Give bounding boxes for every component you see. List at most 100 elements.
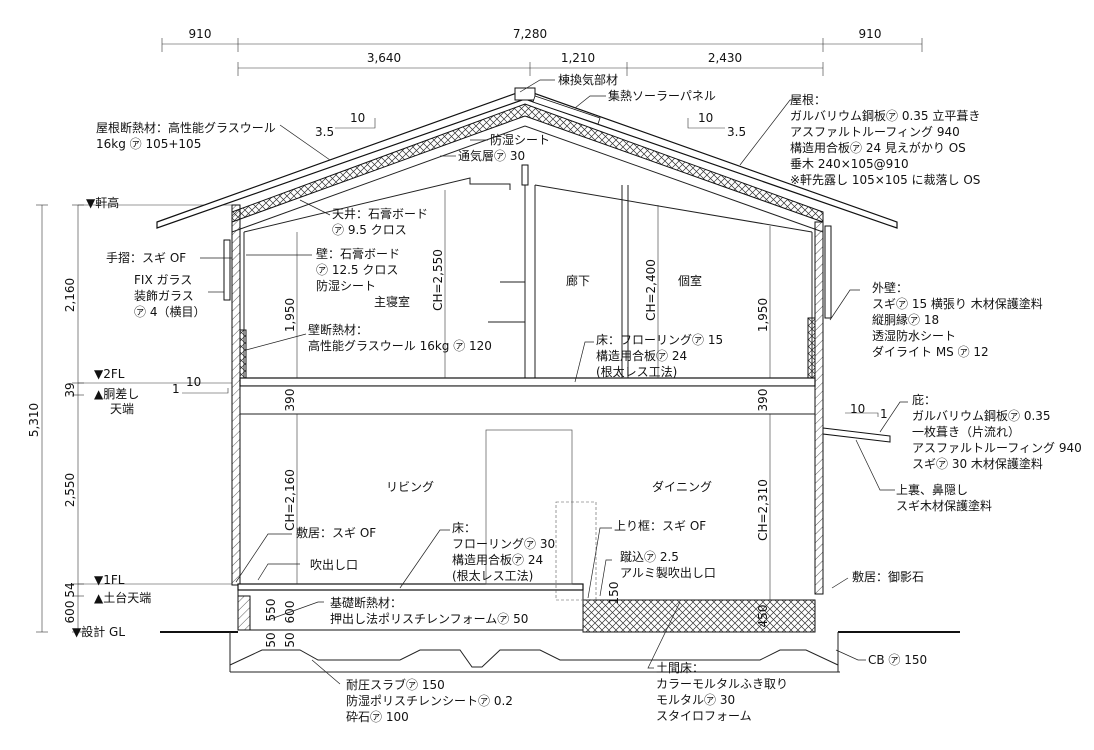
note-roof-1: ガルバリウム鋼板㋐ 0.35 立平葺き <box>790 108 980 123</box>
level-labels: ▼軒高 ▼2FL ▲胴差し 天端 ▼1FL ▲土台天端 ▼設計 GL <box>72 195 232 639</box>
roof <box>156 87 898 233</box>
dim-450: 450 <box>756 605 770 628</box>
dim-39: 39 <box>63 382 77 397</box>
dim-910-right: 910 <box>859 27 882 41</box>
note-roof-insul-2: 16kg ㋐ 105+105 <box>96 137 201 151</box>
dim-1210: 1,210 <box>561 51 595 65</box>
note-wall-1: 壁：石膏ボード <box>316 246 400 261</box>
dim-1950-right: 1,950 <box>756 298 770 332</box>
note-floor1-2: 構造用合板㋐ 24 <box>452 552 543 567</box>
note-kerikomi-2: アルミ製吹出し口 <box>620 566 716 580</box>
eave-right-run: 10 <box>850 402 865 416</box>
note-floor1-3: (根太レス工法) <box>452 568 533 583</box>
note-ext-3: 透湿防水シート <box>872 328 956 343</box>
room-living: リビング <box>386 480 434 494</box>
dim-600: 600 <box>63 601 77 624</box>
top-dimension-row2: 3,640 1,210 2,430 <box>237 51 824 76</box>
note-ext-1: スギ㋐ 15 横張り 木材保護塗料 <box>872 296 1043 311</box>
note-floor2-2: 構造用合板㋐ 24 <box>596 348 687 363</box>
note-solar: 集熱ソーラーパネル <box>608 88 716 103</box>
note-kerikomi-1: 蹴込㋐ 2.5 <box>620 550 679 564</box>
slope-left-run: 10 <box>350 111 365 125</box>
left-dimension: 5,310 2,160 39 2,550 54 600 <box>27 204 84 633</box>
slope-indicators: 10 3.5 10 3.5 10 1 10 1 <box>172 111 888 421</box>
note-fix-1: FIX ガラス <box>134 273 192 287</box>
note-fix-3: ㋐ 4（横目） <box>134 305 205 319</box>
note-fix-2: 装飾ガラス <box>134 289 194 303</box>
dim-50-b: 50 <box>283 632 297 647</box>
walls <box>223 177 832 595</box>
eave-right-rise: 1 <box>880 407 888 421</box>
note-ceiling-2: ㋐ 9.5 クロス <box>332 223 407 237</box>
level-dodai: ▲土台天端 <box>94 590 151 605</box>
dim-910-left: 910 <box>189 27 212 41</box>
dim-550: 550 <box>264 599 278 622</box>
note-doma-2: モルタル㋐ 30 <box>656 693 735 707</box>
note-roof-2: アスファルトルーフィング 940 <box>790 125 960 139</box>
slope-left-rise: 3.5 <box>315 125 334 139</box>
note-soffit-2: スギ木材保護塗料 <box>896 498 992 513</box>
door-1f <box>485 429 597 601</box>
eave-left-rise: 1 <box>172 382 180 396</box>
note-ceiling-1: 天井：石膏ボード <box>332 206 428 221</box>
level-dosashi-2: 天端 <box>110 402 134 416</box>
level-1fl: ▼1FL <box>94 573 125 587</box>
dim-5310: 5,310 <box>27 403 41 437</box>
note-found-2: 押出し法ポリスチレンフォーム㋐ 50 <box>330 612 528 626</box>
note-wall-3: 防湿シート <box>316 278 376 293</box>
note-moisture: 防湿シート <box>490 132 550 147</box>
dim-ch2310: CH=2,310 <box>756 479 770 541</box>
note-roof-3: 構造用合板㋐ 24 見えがかり OS <box>790 140 966 155</box>
room-master: 主寝室 <box>374 294 410 309</box>
room-hall: 廊下 <box>566 273 590 288</box>
room-private: 個室 <box>678 273 702 288</box>
dim-7280: 7,280 <box>513 27 547 41</box>
dim-390-right: 390 <box>756 389 770 412</box>
room-labels: 主寝室 廊下 個室 リビング ダイニング <box>374 273 712 494</box>
note-canopy-3: アスファルトルーフィング 940 <box>912 441 1082 455</box>
note-shikii-left: 敷居：スギ OF <box>296 525 376 540</box>
note-doma-0: 土間床： <box>656 661 704 675</box>
note-canopy-1: ガルバリウム鋼板㋐ 0.35 <box>912 409 1051 423</box>
note-agari: 上り框：スギ OF <box>614 519 706 533</box>
note-wall-2: ㋐ 12.5 クロス <box>316 263 398 277</box>
dim-2550: 2,550 <box>63 473 77 507</box>
note-floor1-1: フローリング㋐ 30 <box>452 537 555 551</box>
note-ext-0: 外壁： <box>872 280 908 295</box>
note-floor1-0: 床： <box>452 521 476 535</box>
note-canopy-4: スギ㋐ 30 木材保護塗料 <box>912 456 1043 471</box>
note-wall-insul-2: 高性能グラスウール 16kg ㋐ 120 <box>308 338 492 353</box>
dim-390-left: 390 <box>283 389 297 412</box>
floor-2f <box>239 377 816 415</box>
note-canopy-0: 庇： <box>912 392 936 407</box>
note-slab-3: 砕石㋐ 100 <box>346 709 409 724</box>
note-cb: CB ㋐ 150 <box>868 653 927 667</box>
note-air-layer: 通気層㋐ 30 <box>458 148 525 163</box>
dim-2430: 2,430 <box>708 51 742 65</box>
note-shikii-right: 敷居：御影石 <box>852 569 924 584</box>
slope-right-run: 10 <box>698 111 713 125</box>
dim-ch2160: CH=2,160 <box>283 469 297 531</box>
note-outlet: 吹出し口 <box>310 558 358 572</box>
canopy <box>822 427 891 443</box>
note-vent: 棟換気部材 <box>558 72 618 87</box>
note-floor2-3: (根太レス工法) <box>596 364 677 379</box>
note-canopy-2: 一枚葺き（片流れ） <box>912 424 1020 439</box>
note-doma-3: スタイロフォーム <box>656 709 752 723</box>
interior-dimensions: 1,950 CH=2,550 CH=2,400 1,950 390 390 CH… <box>264 190 771 648</box>
note-doma-1: カラーモルタルふき取り <box>656 677 788 691</box>
note-ext-2: 縦胴縁㋐ 18 <box>872 312 939 327</box>
top-dimension-row1: 910 7,280 910 <box>161 27 923 52</box>
dim-1950-left: 1,950 <box>283 298 297 332</box>
note-slab-2: 防湿ポリスチレンシート㋐ 0.2 <box>346 693 513 708</box>
note-wall-insul-1: 壁断熱材： <box>308 322 368 337</box>
level-noki: ▼軒高 <box>86 195 119 210</box>
note-roof-4: 垂木 240×105@910 <box>790 157 909 171</box>
note-roof-5: ※軒先露し 105×105 に裁落し OS <box>790 173 980 187</box>
eave-left-run: 10 <box>186 375 201 389</box>
note-found-1: 基礎断熱材： <box>330 595 402 610</box>
note-soffit-1: 上裏、鼻隠し <box>896 482 968 497</box>
dim-2160: 2,160 <box>63 278 77 312</box>
note-roof-insul-1: 屋根断熱材：高性能グラスウール <box>96 120 276 135</box>
